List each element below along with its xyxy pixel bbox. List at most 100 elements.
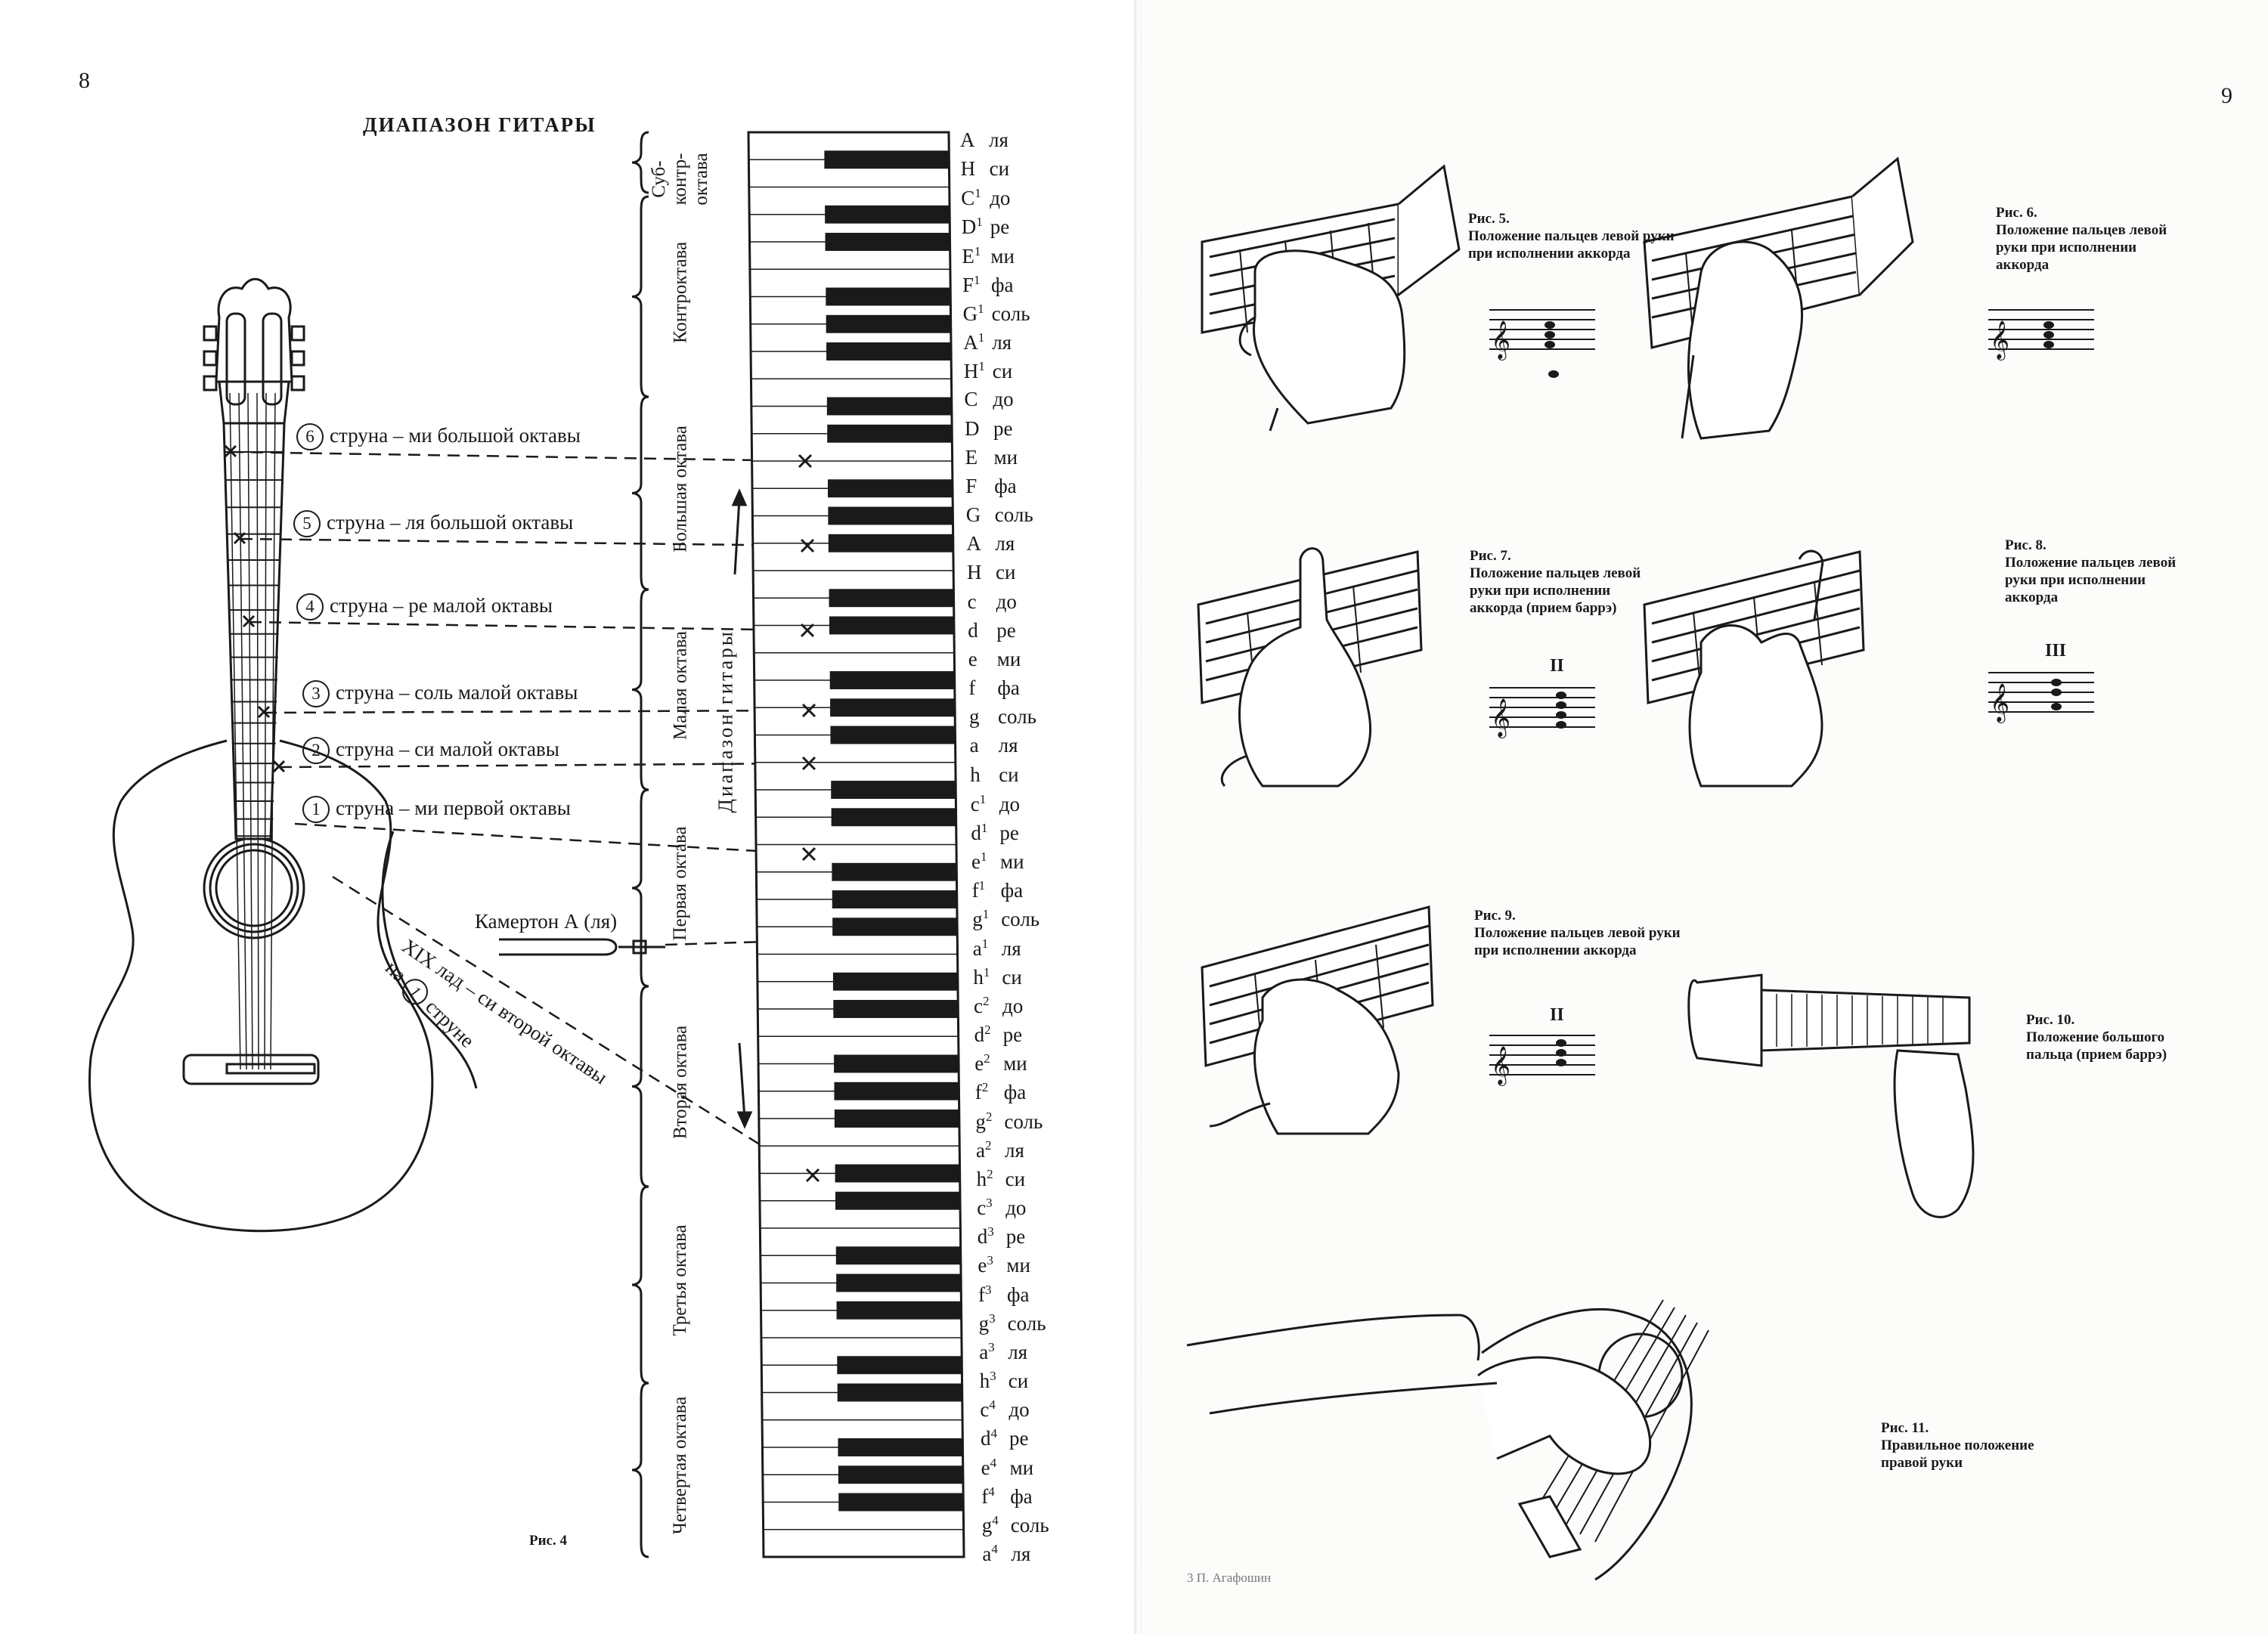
footer-signature: 3 П. Агафошин xyxy=(1187,1571,1272,1585)
octave-index: 4 xyxy=(992,1512,999,1527)
string-number-circle: 2 xyxy=(302,737,330,764)
guitar-string xyxy=(238,392,247,1070)
note-letter: g xyxy=(969,705,980,729)
octave-brace xyxy=(631,395,649,591)
barre-fret-fig9: II xyxy=(1550,1005,1564,1025)
octave-index: 2 xyxy=(984,1023,991,1038)
black-key xyxy=(827,424,953,443)
note-letter: e xyxy=(971,850,981,874)
note-name: фа xyxy=(991,273,1014,296)
black-key xyxy=(829,589,954,608)
note-name: ля xyxy=(1008,1340,1028,1363)
octave-index: 1 xyxy=(978,301,984,316)
note-letter: e xyxy=(974,1052,984,1075)
treble-clef-icon: 𝄞 xyxy=(1990,683,2009,723)
black-key xyxy=(826,342,952,361)
note-letter: g xyxy=(981,1513,993,1537)
octave-label: Большая октава xyxy=(670,425,690,552)
note-name: фа xyxy=(1010,1484,1033,1508)
black-key xyxy=(834,1109,959,1128)
fig5-hand-illustration xyxy=(1201,164,1461,432)
note-letter: D xyxy=(961,215,977,239)
octave-index: 1 xyxy=(978,878,986,893)
diagram-title: ДИАПАЗОН ГИТАРЫ xyxy=(363,113,596,136)
string-label-text: струна – ми большой октавы xyxy=(330,424,581,447)
range-label: Диапазон гитары xyxy=(714,630,737,813)
octave-index: 2 xyxy=(987,1166,993,1181)
right-page: 𝄞 𝄞 𝄞 𝄞 𝄞 9 Рис. 5.Положение пальцев лев… xyxy=(1142,0,2268,1634)
note-letter: f xyxy=(978,1283,985,1306)
string-label-text: струна – си малой октавы xyxy=(336,738,559,760)
note-name: ля xyxy=(998,734,1018,757)
note-name: фа xyxy=(997,676,1020,700)
string-number-circle: 4 xyxy=(296,593,324,620)
note-marker xyxy=(801,703,816,718)
black-key xyxy=(830,698,956,717)
black-key xyxy=(832,890,957,908)
note-name: ре xyxy=(1002,1023,1023,1047)
black-key xyxy=(826,397,952,416)
note-letter: E xyxy=(965,445,978,469)
music-staves xyxy=(1489,309,2094,1075)
note-letter: f xyxy=(971,879,979,902)
note-letter: H xyxy=(963,360,979,383)
note-name: соль xyxy=(994,503,1033,527)
octave-index: 4 xyxy=(988,1484,995,1499)
black-key xyxy=(835,1191,960,1210)
black-key xyxy=(831,781,956,799)
note-name: ре xyxy=(996,618,1016,642)
note-name: до xyxy=(1009,1398,1030,1422)
octave-index: 3 xyxy=(987,1224,994,1239)
note-marker xyxy=(800,538,815,553)
black-key xyxy=(838,1438,963,1456)
octave-index: 2 xyxy=(984,1137,992,1153)
guitar-strings-frets xyxy=(225,392,284,1070)
string-label: 2 струна – си малой октавы xyxy=(302,737,559,764)
note-letter: f xyxy=(968,676,976,700)
note-name: соль xyxy=(1007,1311,1046,1335)
guitar-string xyxy=(247,392,253,1070)
octave-index: 1 xyxy=(974,272,981,287)
fig9-caption: Рис. 9.Положение пальцев левой руки при … xyxy=(1474,908,1681,958)
fig6-caption: Рис. 6.Положение пальцев левой руки при … xyxy=(1996,205,2167,273)
note-letter: E xyxy=(962,244,974,268)
black-key xyxy=(837,1383,962,1402)
note-letter: e xyxy=(981,1456,990,1479)
octave-index: 3 xyxy=(990,1369,996,1384)
octave-index: 4 xyxy=(991,1542,998,1556)
octave-index: 2 xyxy=(985,1109,993,1124)
octave-index: 1 xyxy=(978,359,985,374)
octave-index: 4 xyxy=(989,1397,996,1413)
note-letter: G xyxy=(962,302,978,325)
fig6-hand-illustration xyxy=(1643,156,1914,440)
fig11-hand-illustration xyxy=(1186,1299,1709,1581)
fig5-caption: Рис. 5.Положение пальцев левой руки при … xyxy=(1468,211,1675,262)
note-letter: A xyxy=(966,532,981,555)
fig10-caption: Рис. 10.Положение большого пальца (прием… xyxy=(2026,1012,2167,1063)
black-key xyxy=(826,314,951,333)
octave-index: 1 xyxy=(983,964,990,979)
